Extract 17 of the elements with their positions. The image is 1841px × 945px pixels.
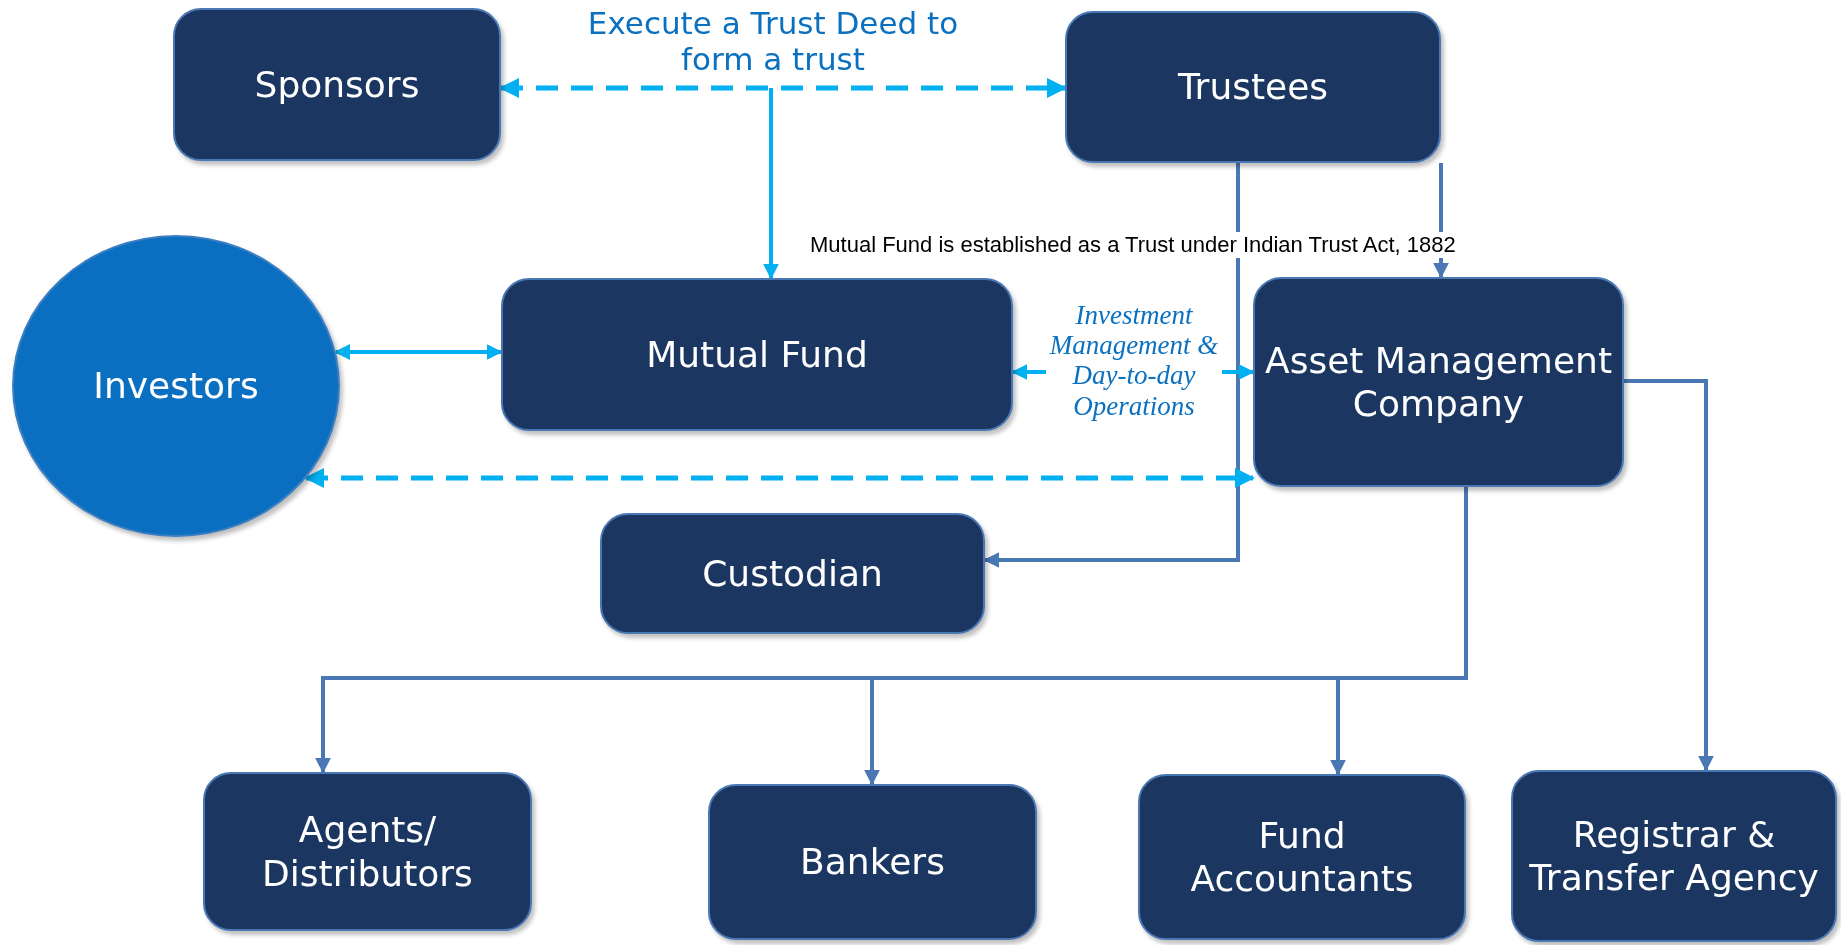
entity-box: Bankers xyxy=(708,784,1037,940)
entity-box: Custodian xyxy=(600,513,985,634)
dashed-arrow xyxy=(499,78,1067,98)
entity-box: Asset Management Company xyxy=(1253,277,1624,487)
entity-box: Trustees xyxy=(1065,11,1441,163)
entity-box: Registrar & Transfer Agency xyxy=(1511,770,1837,942)
arrow xyxy=(1330,487,1468,776)
arrow xyxy=(334,344,503,360)
arrow xyxy=(763,88,779,280)
edge-label: Execute a Trust Deed to form a trust xyxy=(586,6,960,78)
arrow xyxy=(1624,379,1714,772)
entity-box: Mutual Fund xyxy=(501,278,1013,431)
arrow xyxy=(983,163,1240,568)
entity-box: Sponsors xyxy=(173,8,501,161)
entity-box: Fund Accountants xyxy=(1138,774,1466,940)
entity-box: Agents/ Distributors xyxy=(203,772,532,931)
entity-circle: Investors xyxy=(12,235,340,537)
